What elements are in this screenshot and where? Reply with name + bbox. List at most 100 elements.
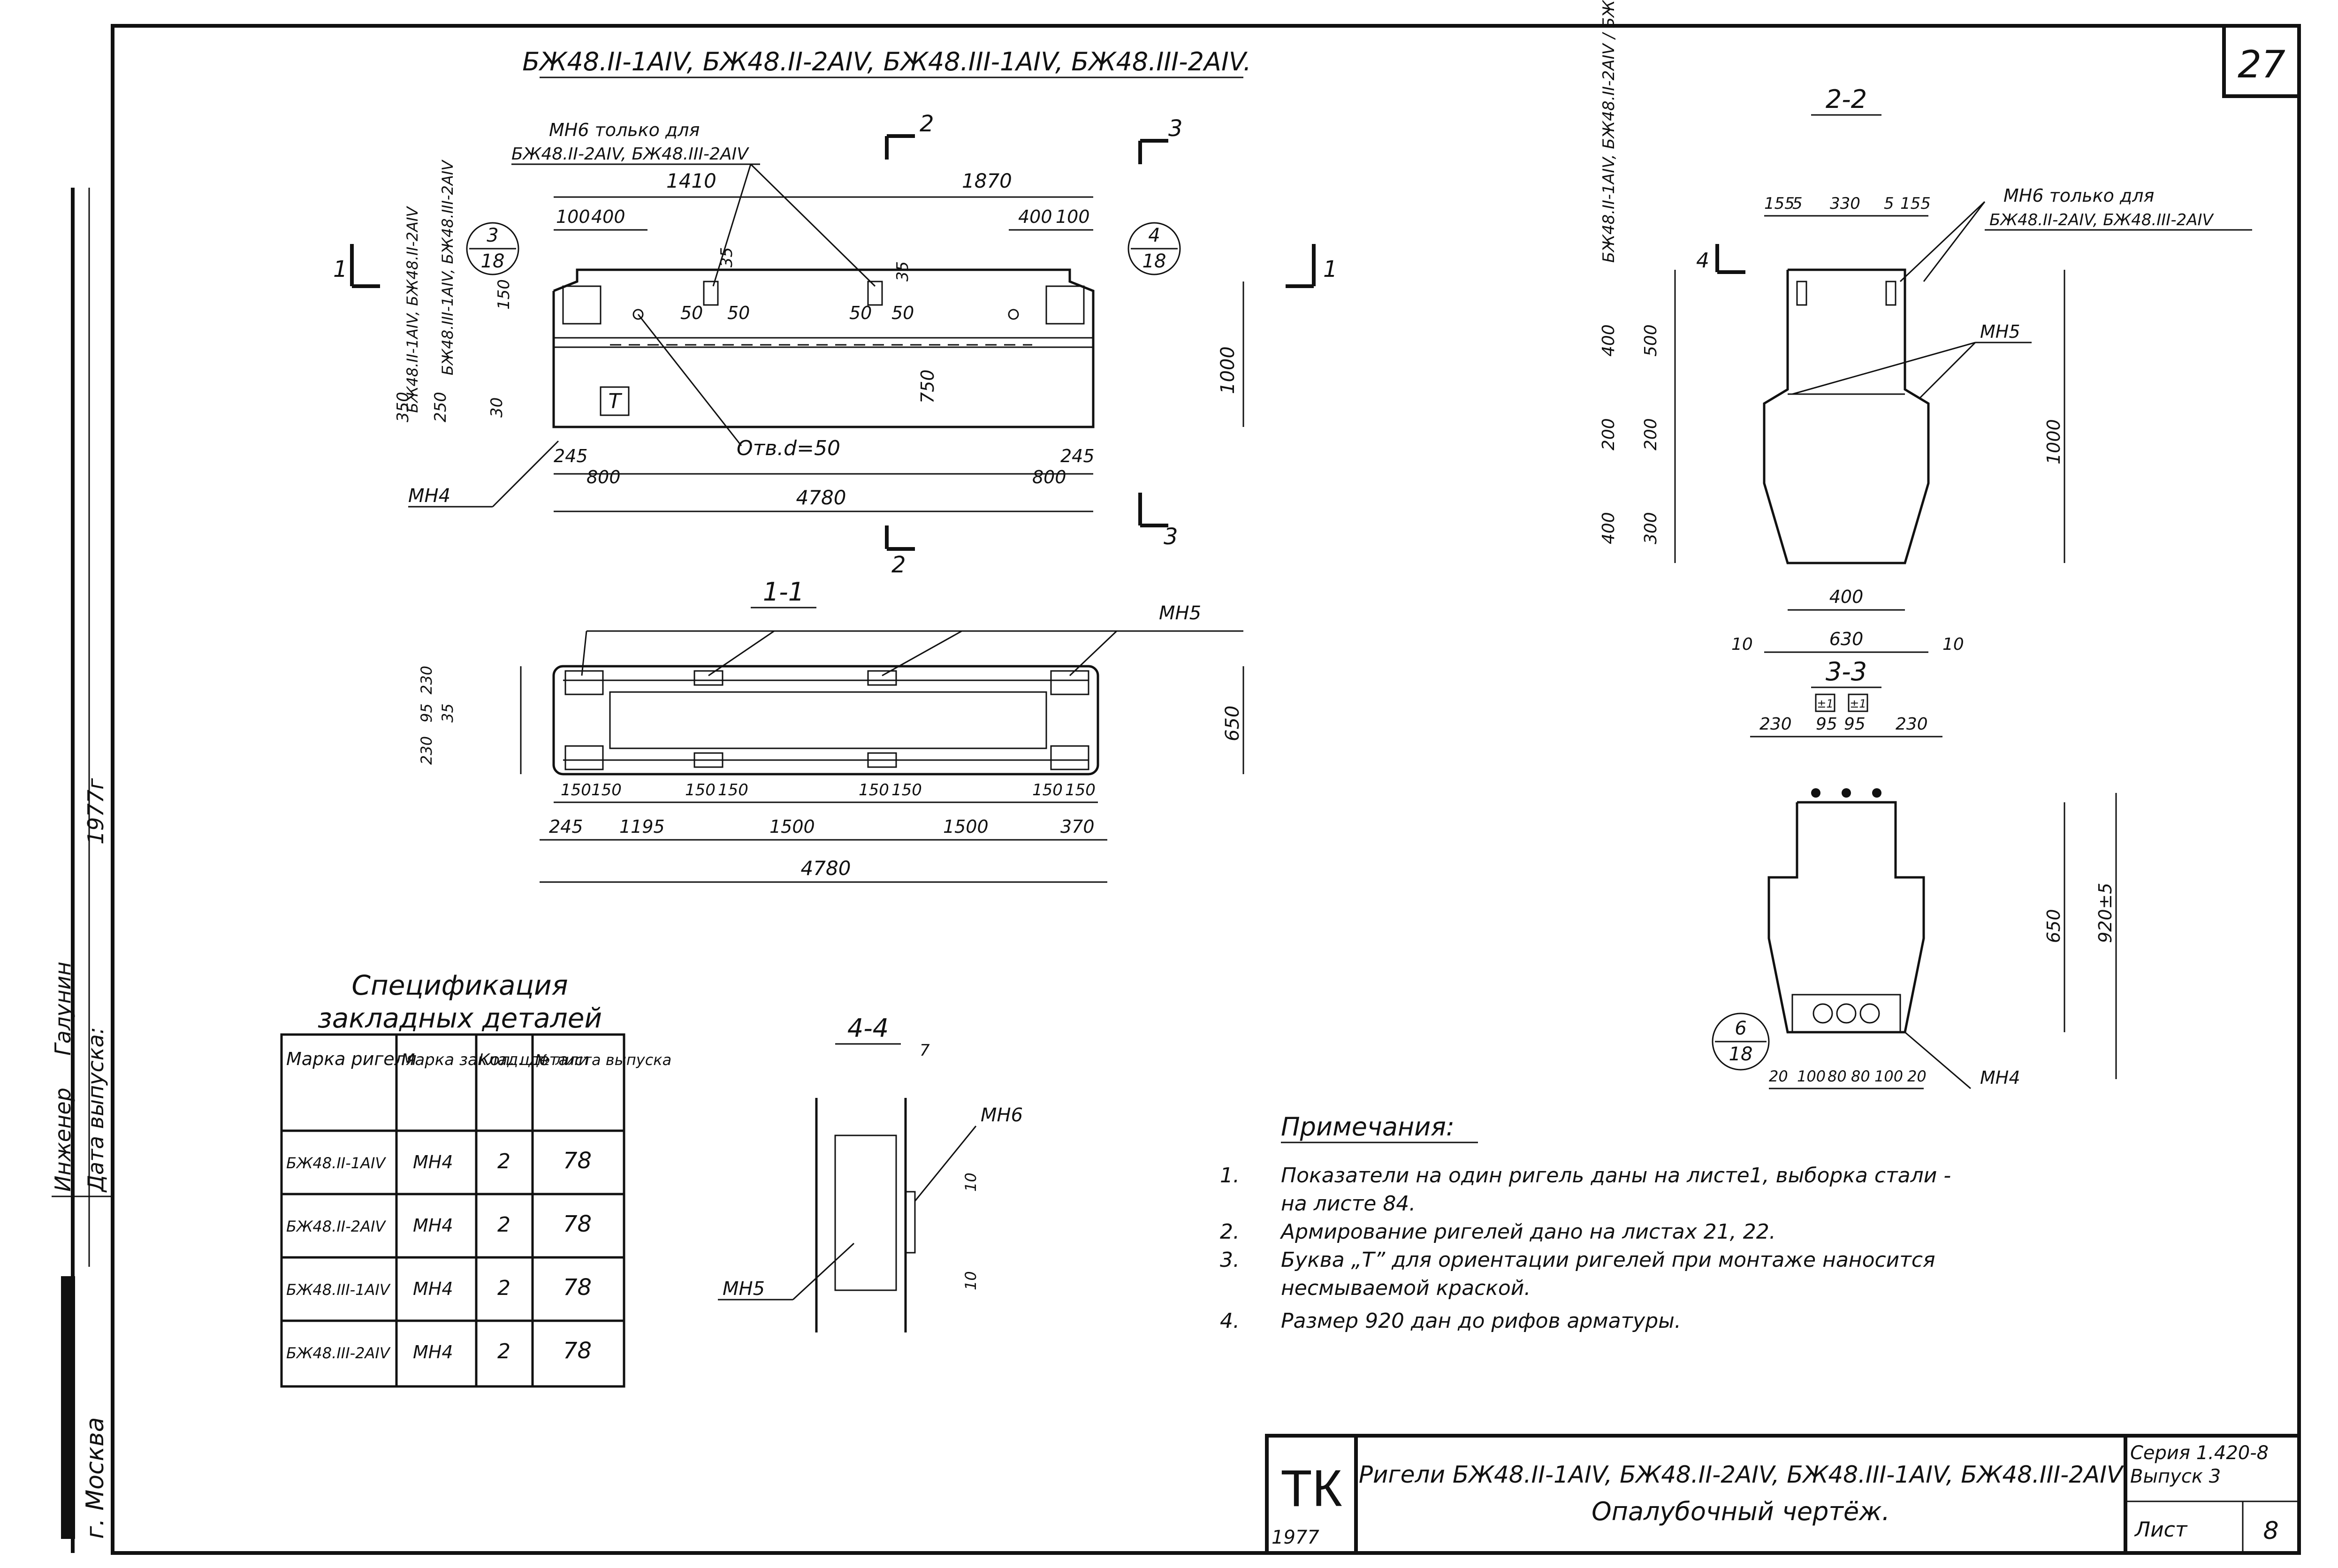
- sheet-frame: [111, 24, 2301, 1555]
- dim-350: 350: [394, 392, 412, 422]
- svg-text:400: 400: [1829, 586, 1864, 607]
- svg-text:10: 10: [962, 1271, 980, 1290]
- svg-text:18: 18: [1142, 251, 1166, 272]
- svg-text:10: 10: [1942, 635, 1964, 654]
- svg-text:78: 78: [563, 1338, 592, 1364]
- section44-mn5: МН5: [723, 1278, 765, 1300]
- title-issue: Выпуск 3: [2130, 1466, 2221, 1487]
- svg-text:№ листа выпуска: № листа выпуска: [534, 1051, 671, 1069]
- svg-text:5: 5: [1884, 194, 1894, 213]
- svg-text:630: 630: [1829, 629, 1864, 649]
- dim-400-r: 400: [1018, 206, 1052, 227]
- svg-text:2.: 2.: [1220, 1220, 1240, 1244]
- svg-text:1.: 1.: [1220, 1164, 1240, 1187]
- cut-2-bottom: 2: [891, 552, 906, 578]
- stamp-year: 1977г: [83, 778, 108, 845]
- section22-mn5: МН5: [1980, 321, 2020, 342]
- svg-text:95: 95: [1844, 715, 1866, 734]
- plan-view: 1-1 МН5 230 95 35 230 150 150 150 150 15…: [418, 577, 1244, 883]
- svg-text:230: 230: [418, 666, 435, 694]
- section22-title: 2-2: [1826, 84, 1867, 114]
- title-org: ТК: [1280, 1460, 1342, 1517]
- svg-text:330: 330: [1830, 194, 1860, 213]
- dim-50-d: 50: [891, 303, 914, 323]
- svg-text:4.: 4.: [1220, 1309, 1240, 1333]
- svg-text:230: 230: [1896, 715, 1928, 734]
- svg-text:БЖ48.II-1АIV: БЖ48.II-1АIV: [286, 1154, 386, 1172]
- dim-250: 250: [431, 392, 450, 422]
- svg-text:650: 650: [2043, 909, 2064, 943]
- dim-1870: 1870: [962, 169, 1012, 192]
- main-left-marks-b: БЖ48.III-1АIV, БЖ48.III-2АIV: [439, 160, 457, 375]
- section-3-3: 3-3 ±1 ±1 230 95 95 230 650 920±5 6 18 2…: [1712, 657, 2117, 1089]
- plan-outline: [552, 665, 1099, 776]
- stamp-date-label: Дата выпуска:: [83, 1027, 108, 1193]
- svg-text:150: 150: [685, 781, 716, 799]
- dim-1410: 1410: [666, 169, 716, 192]
- svg-text:МН4: МН4: [413, 1342, 453, 1362]
- stamp-engineer-label: Инженер: [50, 1088, 76, 1192]
- spec-table: Спецификация закладных деталей Марка риг…: [280, 969, 671, 1388]
- section33-title: 3-3: [1826, 657, 1867, 686]
- callout-3-18: [466, 222, 519, 275]
- svg-text:на листе 84.: на листе 84.: [1281, 1192, 1416, 1216]
- svg-text:БЖ48.III-1АIV: БЖ48.III-1АIV: [286, 1281, 391, 1299]
- dim-100-r: 100: [1056, 206, 1090, 227]
- spec-title-1: Спецификация: [351, 969, 568, 1001]
- svg-text:Марка ригеля: Марка ригеля: [286, 1049, 417, 1069]
- svg-text:МН4: МН4: [413, 1152, 453, 1172]
- svg-text:920±5: 920±5: [2095, 883, 2116, 943]
- section22-mn6: МН6 только для: [2003, 185, 2154, 206]
- svg-text:150: 150: [718, 781, 748, 799]
- svg-text:200: 200: [1599, 418, 1618, 450]
- hole-label: Отв.d=50: [737, 436, 840, 460]
- notes: Примечания: 1. Показатели на один ригель…: [1220, 1112, 1951, 1333]
- table-row: БЖ48.III-2АIV МН4 2 78: [286, 1338, 592, 1364]
- main-left-marks-a: БЖ48.II-1АIV, БЖ48.II-2АIV: [404, 206, 421, 413]
- main-mn6-note: МН6 только для: [549, 120, 700, 140]
- svg-text:Кол. шт.: Кол. шт.: [479, 1050, 549, 1069]
- svg-text:400: 400: [1599, 512, 1618, 544]
- svg-text:100: 100: [1797, 1067, 1826, 1085]
- callout-6-18: [1712, 1012, 1770, 1071]
- dim-400-l: 400: [591, 206, 625, 227]
- dim-800-l: 800: [586, 467, 621, 487]
- main-mn4: МН4: [408, 485, 450, 507]
- dim-800-r: 800: [1032, 467, 1066, 487]
- svg-text:6: 6: [1735, 1018, 1746, 1039]
- svg-text:±1: ±1: [1850, 697, 1866, 710]
- svg-text:200: 200: [1641, 418, 1660, 450]
- svg-text:4: 4: [1148, 225, 1160, 246]
- svg-text:2: 2: [497, 1340, 510, 1363]
- svg-text:78: 78: [563, 1148, 592, 1174]
- svg-text:230: 230: [418, 736, 435, 765]
- svg-text:95: 95: [1816, 715, 1837, 734]
- section44-title: 4-4: [847, 1013, 889, 1043]
- main-view: БЖ48.II-1АIV, БЖ48.II-2АIV, БЖ48.III-1АI…: [333, 47, 1338, 578]
- section-4-4: 4-4 7 10 10 МН6 МН5: [718, 1013, 1023, 1332]
- dim-50-c: 50: [849, 303, 872, 323]
- svg-text:80: 80: [1851, 1067, 1870, 1085]
- title-block: ТК 1977 Ригели БЖ48.II-1АIV, БЖ48.II-2АI…: [1265, 1434, 2301, 1555]
- section44-mn6: МН6: [981, 1104, 1023, 1126]
- svg-text:20: 20: [1907, 1067, 1927, 1085]
- svg-text:155: 155: [1900, 194, 1931, 213]
- dim-50-a: 50: [680, 303, 703, 323]
- section22-mn6-marks: БЖ48.II-2АIV, БЖ48.III-2АIV: [1989, 211, 2215, 229]
- svg-text:Буква „Т” для ориентации ригел: Буква „Т” для ориентации ригелей при мон…: [1281, 1248, 1935, 1272]
- svg-text:3.: 3.: [1220, 1248, 1240, 1272]
- svg-text:МН4: МН4: [413, 1215, 453, 1236]
- svg-text:4780: 4780: [801, 857, 851, 880]
- section22-marks: БЖ48.II-1АIV, БЖ48.II-2АIV / БЖ48.III-1А…: [1599, 0, 1618, 263]
- svg-text:2: 2: [497, 1149, 510, 1173]
- cut-1-left: 1: [333, 256, 348, 282]
- svg-text:80: 80: [1828, 1067, 1847, 1085]
- dim-245-r: 245: [1060, 446, 1095, 466]
- main-mn6-marks: БЖ48.II-2АIV, БЖ48.III-2АIV: [511, 145, 749, 164]
- svg-text:МН4: МН4: [413, 1279, 453, 1299]
- svg-text:230: 230: [1759, 715, 1792, 734]
- dim-245-l: 245: [554, 446, 588, 466]
- svg-text:95: 95: [418, 703, 435, 723]
- svg-text:150: 150: [891, 781, 922, 799]
